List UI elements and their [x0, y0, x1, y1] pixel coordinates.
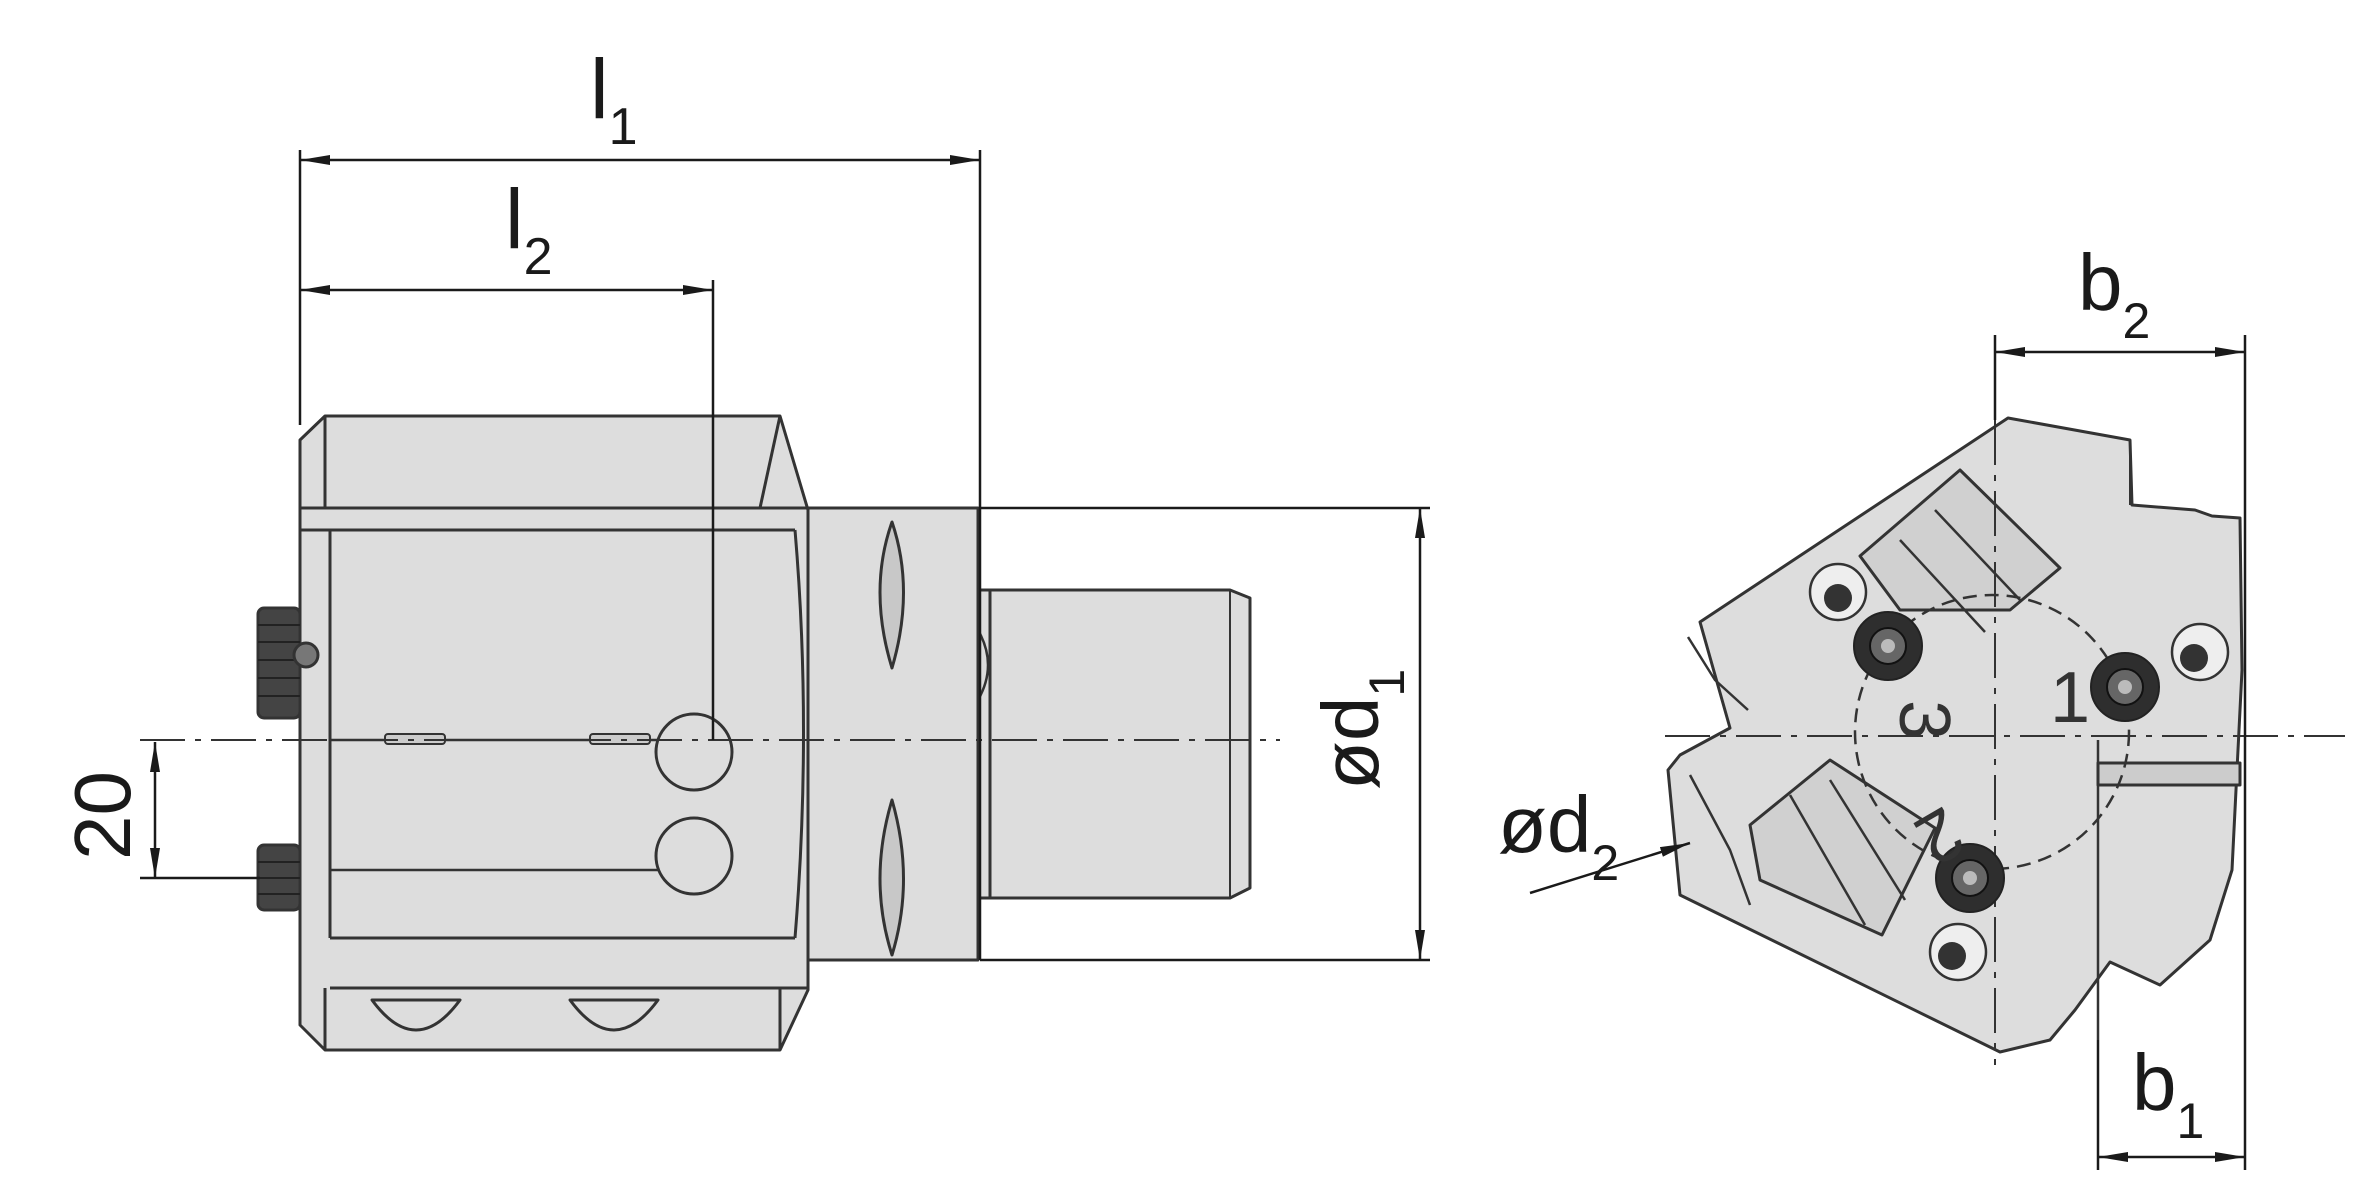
insert-pocket	[1748, 758, 1937, 937]
clamp-screw	[2090, 652, 2160, 722]
collar-slot	[878, 520, 905, 670]
dim-d2-label: ød2	[1498, 780, 1619, 891]
station-number-1: 1	[2050, 658, 2090, 738]
dim-l1-label: l1	[590, 42, 638, 156]
bottom-cutout	[568, 998, 660, 1032]
coolant-hole	[1808, 562, 1868, 622]
clamp-hole	[654, 816, 734, 896]
dimension-lines	[140, 150, 1430, 962]
tool-body	[298, 414, 810, 1052]
shank	[976, 588, 1252, 900]
coolant-hole	[1928, 922, 1988, 982]
coolant-hole	[2170, 622, 2230, 682]
pitch-circle	[1853, 593, 2131, 871]
dim-l2-label: l2	[505, 172, 553, 286]
dim-d1-label: ød1	[1306, 669, 1415, 790]
front-dimension-lines	[1529, 335, 2247, 1170]
clamp-screw	[1853, 611, 1923, 681]
dim-d2-leader	[1529, 841, 1691, 895]
insert-pocket	[1858, 468, 2062, 633]
set-screw	[256, 606, 320, 720]
dim-b1-label: b1	[2132, 1038, 2204, 1149]
dim-20-label: 20	[58, 771, 147, 860]
bottom-cutout	[370, 998, 462, 1032]
collar-slot	[878, 798, 905, 957]
dim-b2-label: b2	[2078, 238, 2150, 349]
station-number-3: 3	[1884, 700, 1964, 740]
clamp-screw	[1935, 843, 2005, 913]
side-view	[256, 414, 1252, 1052]
set-screw	[256, 843, 302, 912]
clamp-hole	[654, 712, 734, 792]
